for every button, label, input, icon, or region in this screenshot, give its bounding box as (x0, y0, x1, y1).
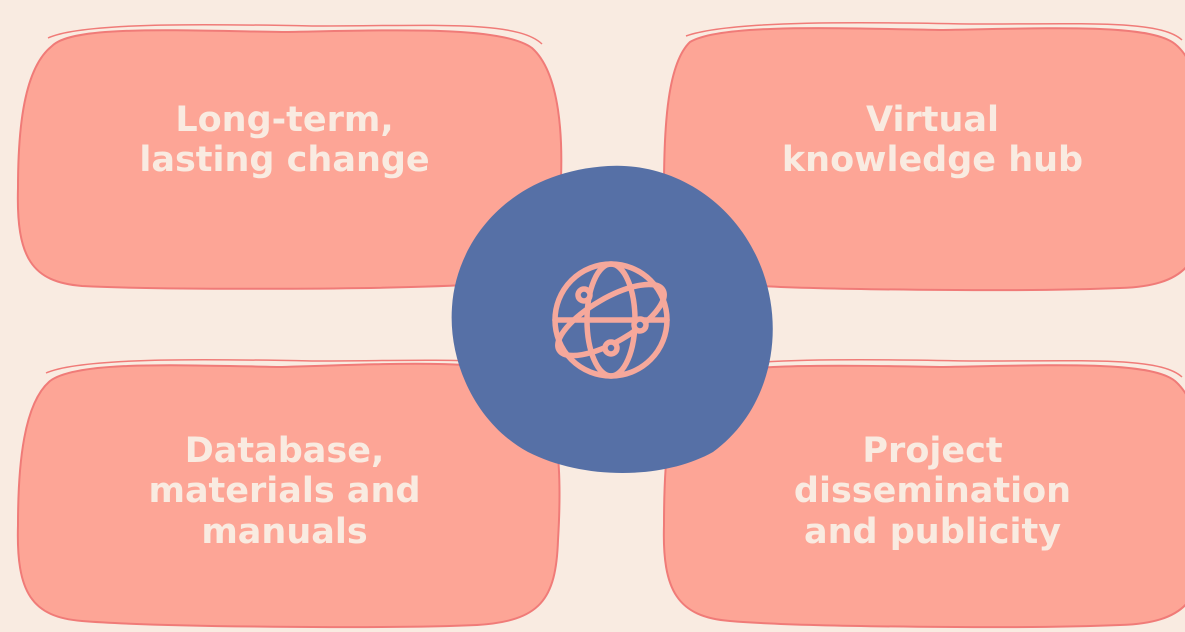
globe-network-icon (552, 261, 670, 379)
card-virtual-knowledge-hub: Virtual knowledge hub (660, 18, 1185, 292)
card-label-line: Virtual (866, 100, 999, 140)
card-long-term-change: Long-term, lasting change (12, 18, 563, 290)
card-label: Virtual knowledge hub (700, 100, 1165, 181)
card-background (662, 358, 1185, 629)
hub-blob (451, 165, 773, 473)
card-label: Database, materials and manuals (52, 431, 517, 552)
card-label-line: Long-term, (175, 100, 394, 140)
card-label-line: Project (862, 431, 1003, 471)
card-label-line: Database, (184, 431, 385, 471)
card-label-line: lasting change (139, 140, 430, 181)
card-label-line: and publicity (803, 511, 1062, 552)
center-hub (448, 162, 778, 477)
card-database-materials: Database, materials and manuals (12, 355, 561, 629)
card-label-line: materials and (148, 471, 421, 512)
card-project-dissemination: Project dissemination and publicity (660, 355, 1185, 629)
card-label-line: manuals (201, 511, 368, 552)
card-background (16, 358, 561, 629)
card-label: Long-term, lasting change (52, 100, 517, 181)
card-label-line: knowledge hub (781, 140, 1084, 181)
card-label: Project dissemination and publicity (700, 431, 1165, 552)
card-label-line: dissemination (793, 471, 1072, 512)
